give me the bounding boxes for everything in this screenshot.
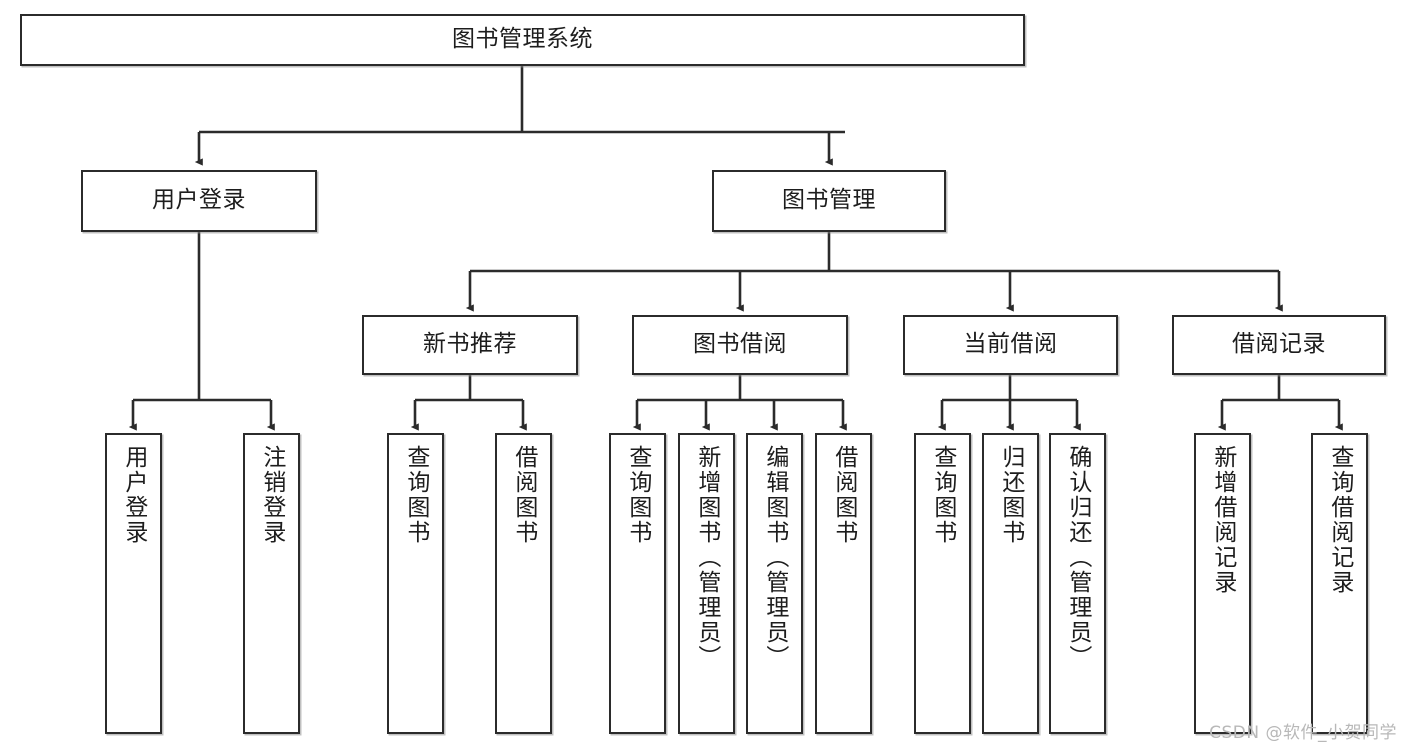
node-leaf-add-borrow-record[interactable]: 新增借阅记录 bbox=[1194, 433, 1251, 734]
node-book-management[interactable]: 图书管理 bbox=[712, 170, 946, 232]
node-label: 查询图书 bbox=[402, 445, 429, 545]
csdn-watermark: CSDN @软件_小贺同学 bbox=[1209, 723, 1397, 743]
node-label: 新书推荐 bbox=[423, 331, 517, 358]
node-label: 归还图书 bbox=[997, 445, 1024, 545]
node-leaf-return-book[interactable]: 归还图书 bbox=[982, 433, 1039, 734]
node-leaf-borrow-book-borrow[interactable]: 借阅图书 bbox=[815, 433, 872, 734]
node-new-book-recommend[interactable]: 新书推荐 bbox=[362, 315, 578, 375]
node-leaf-borrow-book-newbook[interactable]: 借阅图书 bbox=[495, 433, 552, 734]
node-borrow-record[interactable]: 借阅记录 bbox=[1172, 315, 1386, 375]
node-leaf-query-borrow-record[interactable]: 查询借阅记录 bbox=[1311, 433, 1368, 734]
node-label: 当前借阅 bbox=[963, 331, 1058, 358]
node-label: 用户登录 bbox=[120, 445, 147, 545]
node-leaf-confirm-return-admin[interactable]: 确认归还（管理员） bbox=[1049, 433, 1106, 734]
node-label: 图书管理 bbox=[782, 187, 876, 214]
node-label: 查询借阅记录 bbox=[1326, 445, 1353, 595]
node-label: 新增借阅记录 bbox=[1209, 445, 1236, 595]
node-label: 借阅记录 bbox=[1232, 331, 1326, 358]
node-label: 查询图书 bbox=[624, 445, 651, 545]
node-label: 编辑图书（管理员） bbox=[761, 445, 788, 670]
node-leaf-query-book-current[interactable]: 查询图书 bbox=[914, 433, 971, 734]
node-leaf-query-book-borrow[interactable]: 查询图书 bbox=[609, 433, 666, 734]
node-book-borrow[interactable]: 图书借阅 bbox=[632, 315, 848, 375]
node-label: 借阅图书 bbox=[510, 445, 537, 545]
node-leaf-logout[interactable]: 注销登录 bbox=[243, 433, 300, 734]
node-leaf-user-login[interactable]: 用户登录 bbox=[105, 433, 162, 734]
node-root-book-management-system[interactable]: 图书管理系统 bbox=[20, 14, 1025, 66]
node-label: 借阅图书 bbox=[830, 445, 857, 545]
node-leaf-edit-book-admin[interactable]: 编辑图书（管理员） bbox=[746, 433, 803, 734]
node-leaf-add-book-admin[interactable]: 新增图书（管理员） bbox=[678, 433, 735, 734]
node-leaf-query-book-newbook[interactable]: 查询图书 bbox=[387, 433, 444, 734]
node-label: 注销登录 bbox=[258, 445, 285, 545]
node-label: 用户登录 bbox=[152, 187, 246, 214]
node-label: 查询图书 bbox=[929, 445, 956, 545]
node-label: 确认归还（管理员） bbox=[1064, 445, 1091, 670]
node-current-borrow[interactable]: 当前借阅 bbox=[903, 315, 1118, 375]
node-label: 新增图书（管理员） bbox=[693, 445, 720, 670]
node-label: 图书管理系统 bbox=[452, 26, 593, 53]
node-label: 图书借阅 bbox=[693, 331, 787, 358]
node-user-login[interactable]: 用户登录 bbox=[81, 170, 317, 232]
